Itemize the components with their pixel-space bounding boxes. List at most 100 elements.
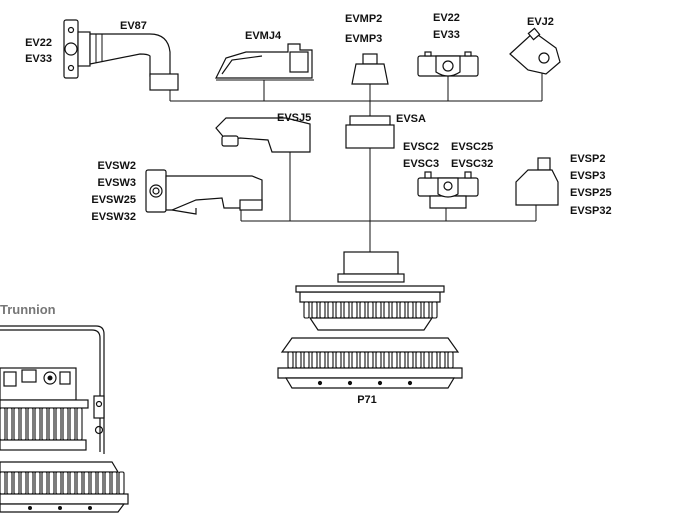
heat-sink-fin <box>439 351 446 369</box>
label-evsc2: EVSC2 <box>403 141 440 153</box>
heat-sink-fin <box>367 301 374 319</box>
heat-sink-fin <box>391 351 398 369</box>
heat-sink-fin <box>55 471 62 495</box>
heat-sink-fin <box>41 407 48 441</box>
label-evj2: EVJ2 <box>527 16 554 28</box>
heat-sink-fin <box>351 301 358 319</box>
evmp-mount-drawing <box>351 53 389 85</box>
heat-sink-fin <box>13 471 20 495</box>
label-evmj4: EVMJ4 <box>245 30 282 42</box>
label-evsw32: EVSW32 <box>91 211 136 223</box>
heat-sink-fin <box>383 351 390 369</box>
heat-sink-fin <box>431 301 438 319</box>
evsj5-mount-drawing <box>215 117 311 153</box>
label-ev33: EV33 <box>25 53 52 65</box>
heat-sink-fin <box>62 407 69 441</box>
connector-lines <box>169 70 543 252</box>
heat-sink-fin <box>351 351 358 369</box>
heat-sink-fin <box>69 407 76 441</box>
heat-sink-fin <box>34 471 41 495</box>
heat-sink-fin <box>48 407 55 441</box>
label-evmp2: EVMP2 <box>345 13 383 25</box>
evmj4-mount-drawing <box>215 43 314 81</box>
label-ev87: EV87 <box>120 20 147 32</box>
evsw-mount-drawing <box>145 169 263 215</box>
heat-sink-fin <box>367 351 374 369</box>
heat-sink-fin <box>13 407 20 441</box>
label-ev22-ceiling: EV22 <box>433 12 460 24</box>
label-evsp25: EVSP25 <box>570 187 612 199</box>
heat-sink-fin <box>0 471 6 495</box>
heat-sink-fin <box>6 407 13 441</box>
heat-sink-fin <box>97 471 104 495</box>
heat-sink-fin <box>343 301 350 319</box>
heat-sink-fin <box>407 301 414 319</box>
heat-sink-fin <box>327 351 334 369</box>
heat-sink-fin <box>447 351 454 369</box>
heat-sink-fin <box>383 301 390 319</box>
heat-sink-fin <box>319 351 326 369</box>
evsc-mount-drawing <box>417 171 479 209</box>
heat-sink-fin <box>423 351 430 369</box>
evsp-mount-drawing <box>515 157 559 206</box>
heat-sink-fin <box>415 301 422 319</box>
heat-sink-fin <box>27 407 34 441</box>
heat-sink-fin <box>62 471 69 495</box>
heat-sink-fin <box>415 351 422 369</box>
heat-sink-fin <box>399 301 406 319</box>
heat-sink-fin <box>104 471 111 495</box>
label-evsc25: EVSC25 <box>451 141 494 153</box>
heat-sink-fin <box>343 351 350 369</box>
heat-sink-fin <box>34 407 41 441</box>
evsa-adapter-drawing <box>345 115 395 149</box>
label-p71: P71 <box>357 394 377 406</box>
heat-sink-fin <box>76 471 83 495</box>
heat-sink-fin <box>111 471 118 495</box>
heat-sink-fin <box>295 351 302 369</box>
label-evsj5: EVSJ5 <box>277 112 312 124</box>
heat-sink-fin <box>6 471 13 495</box>
heat-sink-fin <box>359 351 366 369</box>
heat-sink-fin <box>431 351 438 369</box>
heat-sink-fin <box>399 351 406 369</box>
evj2-mount-drawing <box>509 27 561 75</box>
label-evmp3: EVMP3 <box>345 33 383 45</box>
p71-fixture-drawing <box>277 251 463 389</box>
heat-sink-fin <box>76 407 83 441</box>
heat-sink-fin <box>20 471 27 495</box>
heat-sink-fin <box>27 471 34 495</box>
heat-sink-fin <box>303 301 310 319</box>
heat-sink-fin <box>327 301 334 319</box>
heat-sink-fin <box>311 351 318 369</box>
heat-sink-fin <box>0 407 6 441</box>
heat-sink-fin <box>69 471 76 495</box>
label-ev33-ceiling: EV33 <box>433 29 460 41</box>
label-evsp2: EVSP2 <box>570 153 606 165</box>
ev22-ceiling-mount-drawing <box>417 51 479 77</box>
heat-sink-fin <box>83 471 90 495</box>
label-evsp32: EVSP32 <box>570 205 612 217</box>
label-evsa: EVSA <box>396 113 426 125</box>
heat-sink-fin <box>55 407 62 441</box>
heat-sink-fin <box>335 351 342 369</box>
heat-sink-fin <box>359 301 366 319</box>
heat-sink-fin <box>407 351 414 369</box>
heat-sink-fin <box>20 407 27 441</box>
label-evsw2: EVSW2 <box>97 160 136 172</box>
label-trunnion: Trunnion <box>0 302 56 317</box>
heat-sink-fin <box>303 351 310 369</box>
trunnion-fixture-drawing <box>0 325 129 513</box>
heat-sink-fin <box>41 471 48 495</box>
label-evsp3: EVSP3 <box>570 170 606 182</box>
label-ev22: EV22 <box>25 37 52 49</box>
heat-sink-fin <box>335 301 342 319</box>
heat-sink-fin <box>90 471 97 495</box>
heat-sink-fin <box>375 301 382 319</box>
heat-sink-fin <box>311 301 318 319</box>
heat-sink-fin <box>319 301 326 319</box>
label-evsw3: EVSW3 <box>97 177 136 189</box>
heat-sink-fin <box>391 301 398 319</box>
heat-sink-fin <box>118 471 125 495</box>
ev87-mount-drawing <box>63 19 179 91</box>
